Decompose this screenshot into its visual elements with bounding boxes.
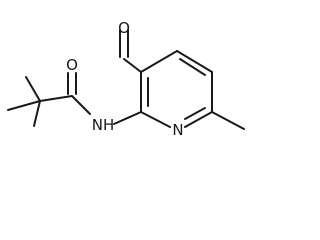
bond-quaternary-carbonyl bbox=[39, 95, 73, 102]
bond-ring-methyl bbox=[211, 111, 245, 130]
amide-nitrogen-label: NH bbox=[92, 116, 115, 134]
bond-ring-inner-c6-n1 bbox=[184, 107, 206, 120]
bond-ring-inner-c4-c5 bbox=[179, 58, 206, 76]
bond-ring-c3-c4 bbox=[140, 50, 178, 73]
structure-canvas: O O NH N bbox=[7, 19, 245, 139]
aldehyde-oxygen-label: O bbox=[118, 19, 130, 37]
bond-methyl-left bbox=[7, 100, 41, 111]
bond-ring-n1-c2 bbox=[140, 111, 171, 128]
bond-ring-c4-c5 bbox=[176, 50, 213, 73]
bond-ring-c6-n1 bbox=[184, 111, 213, 128]
bond-ring-formyl bbox=[123, 58, 142, 73]
bond-nitrogen-ring bbox=[113, 111, 142, 125]
amide-oxygen-label: O bbox=[66, 56, 78, 74]
bond-methyl-bottom bbox=[33, 100, 41, 127]
ring-nitrogen-label: N bbox=[172, 121, 183, 139]
molecule-drawing: O O NH N bbox=[7, 19, 245, 139]
bond-methyl-top bbox=[25, 76, 41, 102]
bond-carbonyl-nitrogen bbox=[71, 95, 91, 115]
